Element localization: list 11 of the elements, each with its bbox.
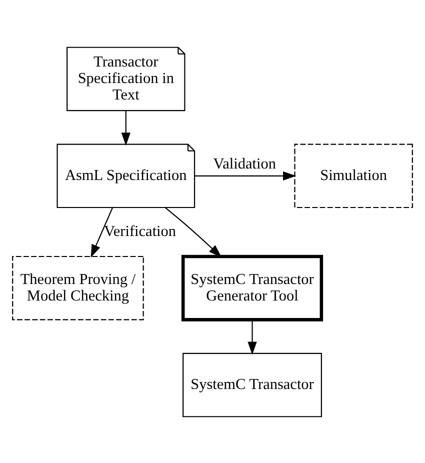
edge-label: Verification — [104, 222, 176, 240]
arrow — [121, 110, 130, 146]
node-box: SystemC Transactor Generator Tool — [181, 254, 324, 321]
arrow — [194, 170, 296, 180]
node-box: SystemC Transactor — [182, 352, 322, 417]
node-box: Theorem Proving / Model Checking — [12, 255, 144, 320]
arrow — [248, 319, 257, 354]
arrow — [90, 206, 114, 258]
node-box: Simulation — [294, 143, 413, 208]
edge-label: Validation — [213, 154, 276, 172]
arrow — [164, 206, 222, 257]
